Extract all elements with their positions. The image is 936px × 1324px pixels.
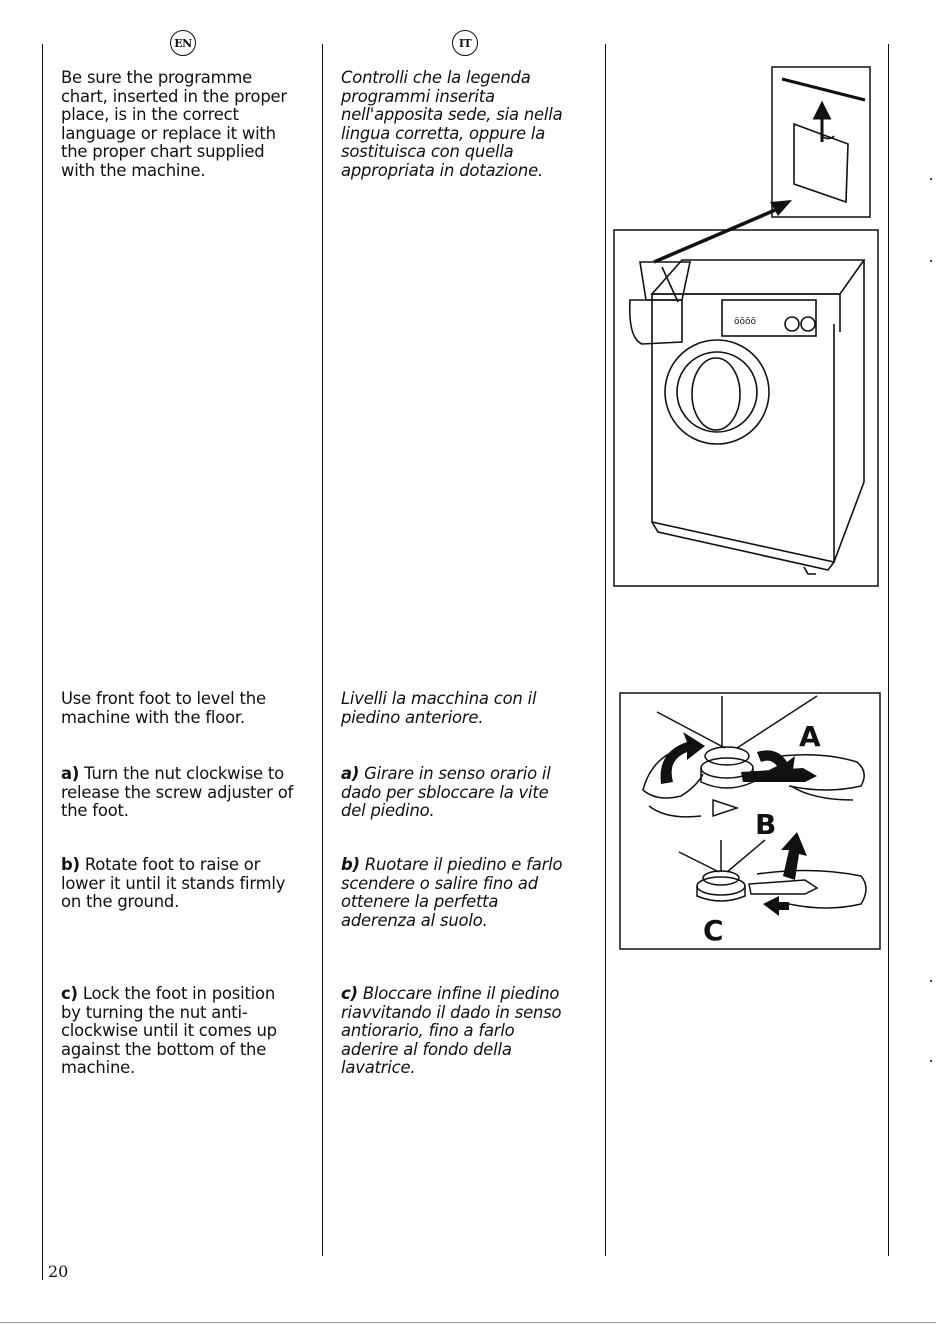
chart-pointer-arrowhead-icon xyxy=(770,200,792,216)
chart-card-icon xyxy=(793,122,849,204)
chart-pointer-arrow xyxy=(653,206,781,264)
foot-nut-lower-icon xyxy=(678,839,867,909)
it-step-c-letter: c) xyxy=(341,984,358,1003)
en-step-c-text: Lock the foot in position by turning the… xyxy=(61,984,277,1077)
en-step-a-text: Turn the nut clockwise to release the sc… xyxy=(61,764,294,820)
scan-speck xyxy=(930,980,932,982)
en-language-badge: EN xyxy=(170,30,196,56)
foot-label-c: C xyxy=(703,914,724,947)
foot-label-b: B xyxy=(755,808,776,841)
lower-foot-arrow-icon xyxy=(763,896,789,916)
it-level-text: Livelli la macchina con il piedino anter… xyxy=(341,689,537,727)
en-step-a: a) Turn the nut clockwise to release the… xyxy=(61,764,294,821)
en-step-b-text: Rotate foot to raise or lower it until i… xyxy=(61,855,286,911)
it-language-badge: IT xyxy=(452,30,478,56)
it-step-c-text: Bloccare infine il piedino riavvitando i… xyxy=(341,984,562,1077)
chart-slot-line xyxy=(781,77,866,102)
it-step-a-letter: a) xyxy=(341,764,360,783)
it-step-b: b) Ruotare il piedino e farlo scendere o… xyxy=(341,855,563,930)
wrench-icon xyxy=(741,768,817,782)
it-step-b-letter: b) xyxy=(341,855,360,874)
it-step-a-text: Girare in senso orario il dado per sbloc… xyxy=(341,764,551,820)
chart-inset-frame xyxy=(771,66,871,218)
scan-speck xyxy=(930,260,932,262)
column-rule-right xyxy=(605,44,606,1256)
foot-nut-upper-icon xyxy=(642,695,865,818)
foot-label-a: A xyxy=(799,720,821,753)
en-programme-chart-text: Be sure the programme chart, inserted in… xyxy=(61,68,287,180)
page-bottom-edge xyxy=(0,1322,936,1323)
column-rule-left xyxy=(42,44,43,1280)
foot-figure-frame xyxy=(619,692,881,950)
en-step-c: c) Lock the foot in position by turning … xyxy=(61,984,277,1078)
en-step-b: b) Rotate foot to raise or lower it unti… xyxy=(61,855,286,912)
column-rule-edge xyxy=(888,44,889,1256)
washing-machine-icon xyxy=(628,259,866,575)
programme-chart-figure: ōōōō xyxy=(613,66,879,587)
scan-speck xyxy=(930,1060,932,1062)
en-step-c-letter: c) xyxy=(61,984,78,1003)
foot-adjustment-figure: A B C xyxy=(619,692,881,950)
it-programme-chart-text: Controlli che la legenda programmi inser… xyxy=(341,68,563,180)
it-step-b-text: Ruotare il piedino e farlo scendere o sa… xyxy=(341,855,563,930)
page-number: 20 xyxy=(48,1262,69,1281)
machine-figure-frame xyxy=(613,229,879,587)
raise-foot-arrow-icon xyxy=(781,832,807,880)
it-step-c: c) Bloccare infine il piedino riavvitand… xyxy=(341,984,562,1078)
en-level-text: Use front foot to level the machine with… xyxy=(61,689,266,727)
en-step-b-letter: b) xyxy=(61,855,80,874)
en-step-a-letter: a) xyxy=(61,764,80,783)
scan-speck xyxy=(930,178,932,180)
column-rule-middle xyxy=(322,44,323,1256)
it-step-a: a) Girare in senso orario il dado per sb… xyxy=(341,764,551,821)
machine-control-dots-icon: ōōōō xyxy=(734,317,757,327)
rotate-clockwise-arrow-icon xyxy=(660,732,705,784)
